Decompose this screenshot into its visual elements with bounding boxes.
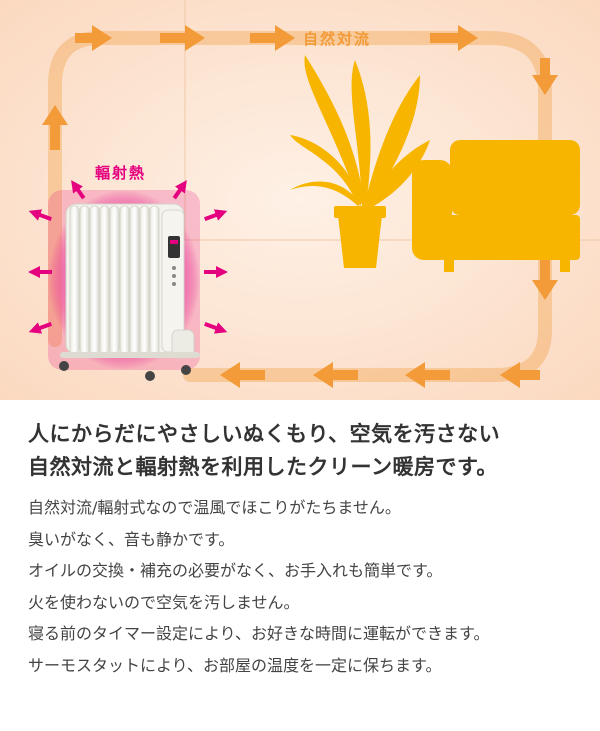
radiant-heat-label: 輻射熱 <box>95 164 146 182</box>
oil-heater-icon <box>59 203 200 381</box>
arrow-left-icon <box>313 362 358 388</box>
arrow-left-icon <box>28 266 52 278</box>
arrow-up-icon <box>172 180 187 200</box>
arrow-right-icon <box>250 25 295 51</box>
arrow-down-icon <box>532 58 558 95</box>
convection-loop <box>48 31 552 382</box>
arrow-right-icon <box>204 209 228 221</box>
feature-list: 自然対流/輻射式なので温風でほこりがたちません。 臭いがなく、音も静かです。 オ… <box>28 492 588 681</box>
headline-line-1: 人にからだにやさしいぬくもり、空気を汚さない <box>28 422 501 446</box>
arrow-left-icon <box>500 362 540 388</box>
feature-item: 自然対流/輻射式なので温風でほこりがたちません。 <box>28 498 401 517</box>
arrow-right-icon <box>430 25 478 51</box>
arrow-down-icon <box>532 255 558 300</box>
feature-text-area: 人にからだにやさしいぬくもり、空気を汚さない 自然対流と輻射熱を利用したクリーン… <box>28 418 588 681</box>
arrow-left-icon <box>405 362 450 388</box>
feature-item: 臭いがなく、音も静かです。 <box>28 529 235 549</box>
heater-room-illustration: 自然対流 輻射熱 <box>0 0 600 400</box>
feature-item: 火を使わないので空気を汚しません。 <box>28 592 300 612</box>
headline-line-2: 自然対流と輻射熱を利用したクリーン暖房です。 <box>28 455 498 479</box>
headline: 人にからだにやさしいぬくもり、空気を汚さない 自然対流と輻射熱を利用したクリーン… <box>28 418 588 484</box>
feature-item: オイルの交換・補充の必要がなく、お手入れも簡単です。 <box>28 561 443 580</box>
arrow-right-icon <box>204 266 228 278</box>
convection-label: 自然対流 <box>303 30 371 48</box>
arrow-up-icon <box>42 105 68 150</box>
arrow-left-icon <box>28 209 52 221</box>
radiant-arrows <box>28 180 228 334</box>
arrow-right-icon <box>160 25 205 51</box>
arrow-right-icon <box>204 322 228 334</box>
arrow-left-icon <box>220 362 265 388</box>
feature-item: サーモスタットにより、お部屋の温度を一定に保ちます。 <box>28 655 442 675</box>
arrow-up-icon <box>71 180 86 200</box>
arrow-right-icon <box>75 25 112 51</box>
feature-item: 寝る前のタイマー設定により、お好きな時間に運転ができます。 <box>28 624 490 643</box>
plant-icon <box>290 55 430 268</box>
arrow-left-icon <box>28 322 52 334</box>
sofa-icon <box>412 140 580 272</box>
